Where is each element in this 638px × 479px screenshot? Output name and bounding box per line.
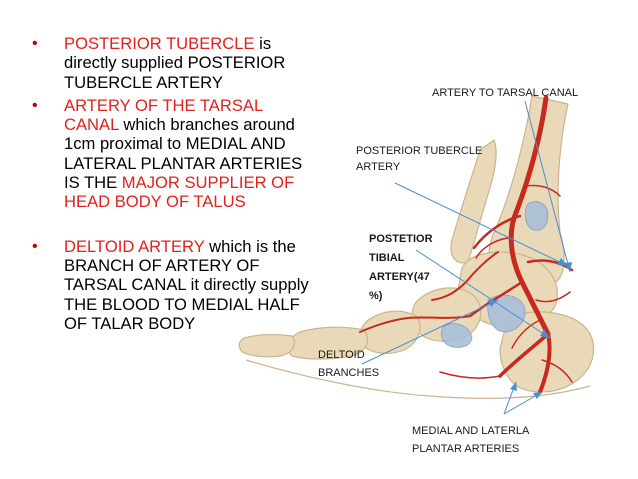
- spring-ligament: [440, 323, 473, 348]
- bullet-1-highlight: POSTERIOR TUBERCLE: [64, 34, 255, 53]
- arrowhead-posterior-tibial: [540, 329, 550, 338]
- label-line: POSTETIOR: [369, 233, 433, 245]
- bullet-dot-icon: •: [32, 96, 38, 114]
- arrowhead-plantar-2: [533, 392, 542, 399]
- label-line: ARTERY: [356, 160, 401, 173]
- deltoid-ligament: [487, 294, 526, 333]
- label-line: ARTERY(47: [369, 271, 430, 283]
- bullet-2-highlight: ARTERY OF THE TARSAL CANAL: [64, 95, 263, 135]
- bullet-3-text: which is the BRANCH OF ARTERY OF TARSAL …: [64, 236, 309, 333]
- small-branch-artery-6: [525, 184, 561, 197]
- bullet-item-tarsal-canal: • ARTERY OF THE TARSAL CANAL which branc…: [30, 96, 320, 212]
- posterior-tibial-artery: [508, 95, 551, 337]
- label-posterior-tibial-artery: POSTETIOR TIBIAL ARTERY(47 %): [369, 230, 433, 306]
- label-line: DELTOID: [318, 349, 365, 361]
- tibial-ligament: [524, 201, 549, 231]
- label-deltoid-branches: DELTOID BRANCHES: [318, 346, 379, 382]
- bullet-dot-icon: •: [32, 237, 38, 255]
- posterior-tubercle-artery: [472, 214, 522, 250]
- dorsal-branch-artery-1: [359, 315, 471, 333]
- ligament-shapes: [440, 201, 549, 348]
- small-branch-artery-1: [475, 237, 509, 259]
- label-posterior-tubercle-artery: POSTERIOR TUBERCLE ARTERY: [356, 144, 482, 175]
- bullet-2-highlight-end: MAJOR SUPPLIER OF HEAD BODY OF TALUS: [64, 173, 295, 212]
- deltoid-branch-artery: [468, 280, 524, 318]
- arrowhead-plantar-1: [510, 382, 517, 391]
- small-branch-artery-2: [535, 291, 571, 303]
- label-plantar-arteries: MEDIAL AND LATERLA PLANTAR ARTERIES: [412, 422, 529, 458]
- label-line: POSTERIOR TUBERCLE: [356, 145, 483, 157]
- artery-network: [359, 95, 574, 394]
- label-line: MEDIAL AND LATERLA: [412, 425, 530, 437]
- leader-posterior-tibial: [415, 249, 551, 339]
- bullet-item-posterior-tubercle: • POSTERIOR TUBERCLE is directly supplie…: [30, 34, 320, 92]
- medial-plantar-artery: [498, 332, 550, 378]
- bullet-dot-icon: •: [32, 35, 38, 52]
- label-artery-tarsal-canal: ARTERY TO TARSAL CANAL: [432, 87, 579, 99]
- small-branch-artery-4: [439, 371, 501, 379]
- label-line: BRANCHES: [318, 367, 380, 379]
- label-line: PLANTAR ARTERIES: [412, 443, 520, 455]
- bullet-1-text: is directly supplied POSTERIOR TUBERCLE …: [64, 34, 286, 92]
- small-branch-artery-5: [541, 359, 573, 383]
- bullet-2-text: which branches around 1cm proximal to ME…: [64, 115, 303, 193]
- arrowhead-posterior-tubercle: [557, 258, 568, 266]
- bullet-list: • POSTERIOR TUBERCLE is directly supplie…: [30, 34, 320, 333]
- bullet-3-highlight: DELTOID ARTERY: [64, 236, 205, 256]
- label-line: TIBIAL: [369, 252, 405, 264]
- leader-deltoid: [361, 299, 499, 365]
- leader-tarsal-canal: [524, 100, 571, 273]
- toe-bone: [238, 334, 295, 358]
- small-branch-artery-3: [511, 319, 541, 349]
- leader-lines: [361, 100, 572, 415]
- leader-posterior-tubercle: [394, 182, 569, 267]
- arrowhead-deltoid: [488, 300, 498, 307]
- dorsal-branch-artery-2: [431, 251, 499, 301]
- label-line: %): [369, 290, 383, 302]
- bullet-item-deltoid: • DELTOID ARTERY which is the BRANCH OF …: [30, 237, 320, 333]
